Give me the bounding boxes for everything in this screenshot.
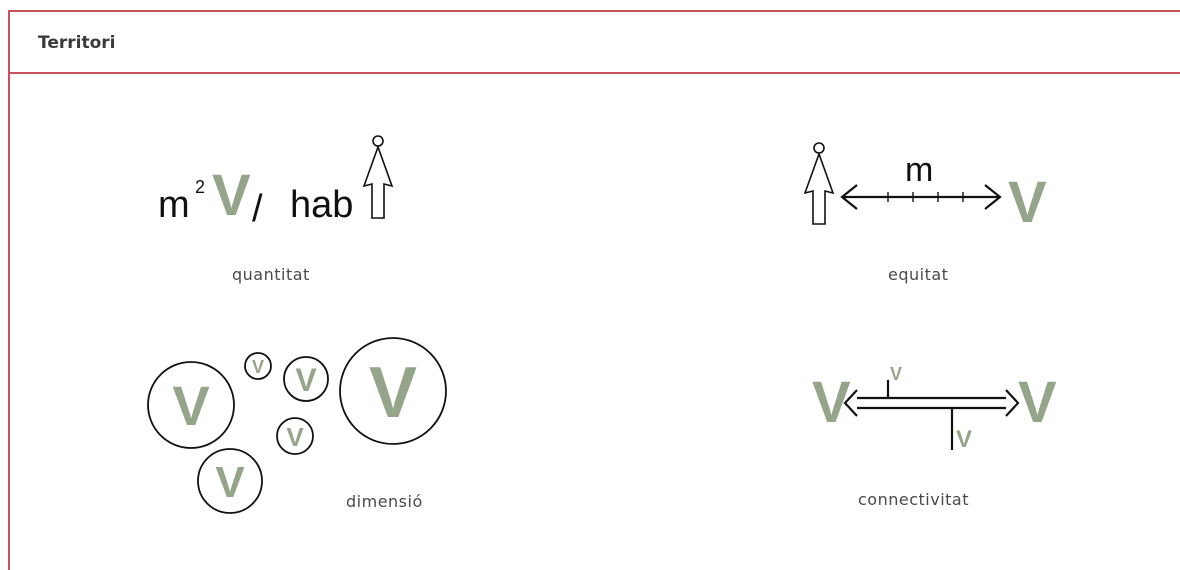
caption-dimensio: dimensió <box>346 492 423 511</box>
circle-v: V <box>252 357 264 377</box>
formula-slash: / <box>252 188 263 230</box>
equitat-formula: m V <box>803 142 1047 235</box>
formula-per: hab <box>290 184 353 226</box>
branch-top-v: V <box>890 364 902 384</box>
circle-icon: V <box>276 417 314 455</box>
double-arrow-icon <box>843 380 1020 450</box>
distance-unit: m <box>905 151 933 189</box>
double-arrow-icon <box>840 184 1002 210</box>
circle-icon: V <box>283 356 329 402</box>
panel-title: Territori <box>38 33 116 53</box>
equitat-green-v: V <box>1008 170 1047 235</box>
circle-icon: V <box>339 337 447 445</box>
formula-unit: m <box>158 184 190 226</box>
connect-right-v: V <box>1018 370 1057 435</box>
dimensio-circles: V V V V V V <box>147 337 447 514</box>
connectivitat-formula: V V V V <box>812 364 1057 453</box>
circle-v: V <box>172 374 209 437</box>
circle-v: V <box>215 458 245 507</box>
circle-icon: V <box>147 361 235 449</box>
panel-header: Territori <box>10 12 1180 74</box>
circle-icon: V <box>244 352 272 380</box>
branch-bottom-v: V <box>956 426 972 453</box>
caption-equitat: equitat <box>888 265 949 284</box>
formula-exponent: 2 <box>195 177 205 197</box>
quantitat-formula: m 2 V / hab <box>158 135 394 230</box>
circle-icon: V <box>197 448 263 514</box>
person-icon <box>362 135 394 219</box>
formula-green-v: V <box>212 163 251 228</box>
panel-frame <box>8 10 1180 570</box>
caption-quantitat: quantitat <box>232 265 310 284</box>
person-icon <box>803 142 835 225</box>
circle-v: V <box>369 353 417 433</box>
indicators-diagram: m 2 V / hab m V V <box>147 135 1057 514</box>
caption-connectivitat: connectivitat <box>858 490 969 509</box>
circle-v: V <box>286 422 304 452</box>
circle-v: V <box>295 362 317 398</box>
